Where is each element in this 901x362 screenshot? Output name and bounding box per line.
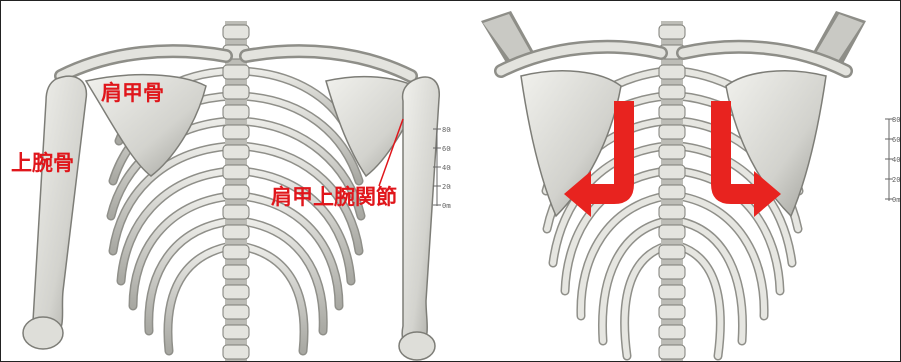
left-scale-tick-1: 60mm [442, 145, 451, 153]
right-scale-tick-4: 0m [892, 196, 900, 204]
left-scale-tick-2: 40mm [442, 164, 451, 172]
right-scale-tick-1: 60 [892, 136, 900, 144]
left-scale-tick-0: 80mm [442, 126, 451, 134]
left-skeleton-panel: 80mm 60mm 40mm 20mm 0mm 肩甲骨 上腕骨 肩甲上腕関節 [1, 1, 451, 361]
left-skeleton-image: 80mm 60mm 40mm 20mm 0mm [1, 1, 451, 361]
glenohumeral-joint-label: 肩甲上腕関節 [271, 187, 397, 208]
left-scale-tick-3: 20mm [442, 183, 451, 191]
left-scale-tick-4: 0mm [442, 202, 451, 210]
right-scale-tick-2: 40 [892, 156, 900, 164]
right-scale-tick-0: 80 [892, 116, 900, 124]
panel-divider [451, 1, 461, 361]
right-skeleton-panel: 80 60 40 20 0m [461, 1, 900, 361]
right-scale-tick-3: 20 [892, 176, 900, 184]
right-skeleton-image: 80 60 40 20 0m [461, 1, 900, 361]
scapula-label: 肩甲骨 [101, 83, 164, 104]
humerus-label: 上腕骨 [11, 153, 74, 174]
